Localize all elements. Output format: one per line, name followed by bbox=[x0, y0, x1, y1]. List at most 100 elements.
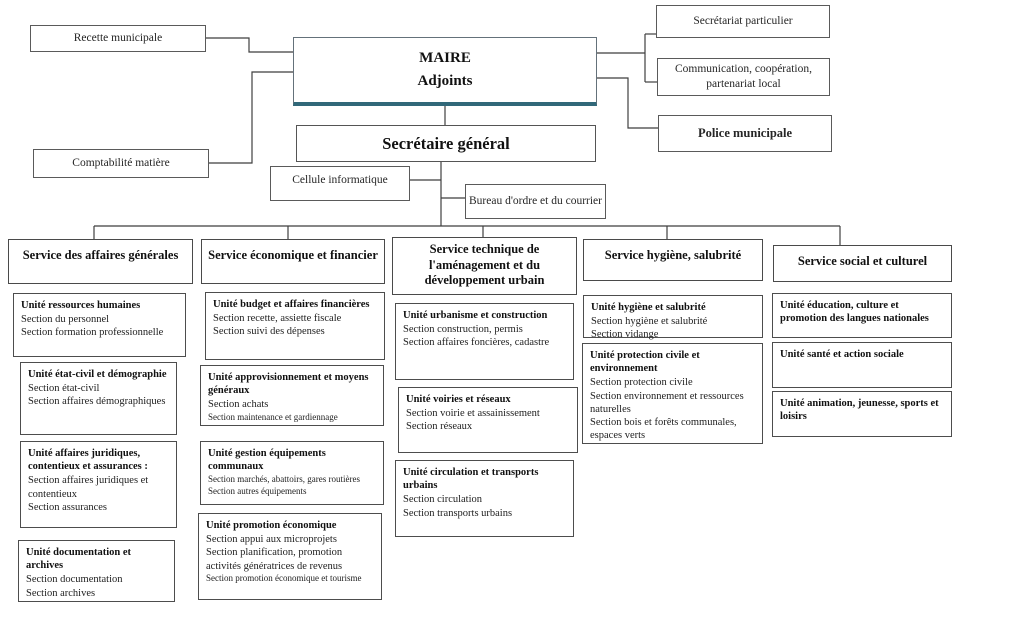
unit-documentation-archives: Unité documentation et archives Section … bbox=[18, 540, 175, 602]
service-label: Service économique et financier bbox=[208, 248, 378, 262]
unit-title: Unité santé et action sociale bbox=[780, 349, 904, 360]
service-label: Service des affaires générales bbox=[22, 248, 179, 262]
section-line: Section formation professionnelle bbox=[21, 327, 164, 339]
maire-label: MAIRE Adjoints bbox=[417, 49, 473, 89]
section-line: Section protection civile bbox=[590, 377, 693, 389]
unit-title: Unité promotion économique bbox=[206, 520, 337, 531]
unit-voiries-reseaux: Unité voiries et réseaux Section voirie … bbox=[398, 387, 578, 453]
section-line: Section du personnel bbox=[21, 314, 110, 326]
box-cellule-informatique: Cellule informatique bbox=[270, 166, 410, 201]
unit-ressources-humaines: Unité ressources humaines Section du per… bbox=[13, 293, 186, 357]
unit-promotion-economique: Unité promotion économique Section appui… bbox=[198, 513, 382, 600]
unit-title: Unité documentation et archives bbox=[26, 547, 131, 572]
section-line: Section environnement et ressources natu… bbox=[590, 390, 744, 415]
unit-approvisionnement-moyens-generaux: Unité approvisionnement et moyens généra… bbox=[200, 365, 384, 426]
unit-hygiene-salubrite: Unité hygiène et salubrité Section hygiè… bbox=[583, 295, 763, 341]
section-line: Section promotion économique et tourisme bbox=[206, 572, 362, 583]
section-line: Section autres équipements bbox=[208, 485, 307, 496]
service-header-economique-financier: Service économique et financier bbox=[201, 239, 385, 284]
cellule-label: Cellule informatique bbox=[292, 174, 388, 186]
unit-title: Unité gestion équipements communaux bbox=[208, 448, 326, 473]
unit-education-culture-langues: Unité éducation, culture et promotion de… bbox=[772, 293, 952, 338]
box-police-municipale: Police municipale bbox=[658, 115, 832, 152]
unit-title: Unité urbanisme et construction bbox=[403, 310, 548, 321]
section-line: Section bois et forêts communales, espac… bbox=[590, 417, 737, 442]
unit-sante-action-sociale: Unité santé et action sociale bbox=[772, 342, 952, 388]
bureau-label: Bureau d'ordre et du courrier bbox=[469, 195, 602, 208]
unit-etat-civil-demographie: Unité état-civil et démographie Section … bbox=[20, 362, 177, 435]
unit-circulation-transports: Unité circulation et transports urbains … bbox=[395, 460, 574, 537]
section-line: Section voirie et assainissement bbox=[406, 408, 540, 420]
box-comptabilite-matiere: Comptabilité matière bbox=[33, 149, 209, 178]
section-line: Section affaires démographiques bbox=[28, 396, 166, 408]
unit-affaires-juridiques: Unité affaires juridiques, contentieux e… bbox=[20, 441, 177, 528]
service-label: Service social et culturel bbox=[797, 254, 928, 268]
section-line: Section assurances bbox=[28, 501, 108, 513]
section-line: Section vidange bbox=[591, 329, 659, 341]
section-line: Section documentation bbox=[26, 574, 123, 586]
unit-title: Unité animation, jeunesse, sports et loi… bbox=[780, 398, 939, 423]
service-header-hygiene-salubrite: Service hygiène, salubrité bbox=[583, 239, 763, 281]
unit-title: Unité éducation, culture et promotion de… bbox=[780, 300, 929, 325]
box-bureau-ordre-courrier: Bureau d'ordre et du courrier bbox=[465, 184, 606, 219]
section-line: Section réseaux bbox=[406, 421, 473, 433]
section-line: Section suivi des dépenses bbox=[213, 326, 325, 338]
secretariat-label: Secrétariat particulier bbox=[693, 15, 793, 28]
unit-title: Unité état-civil et démographie bbox=[28, 369, 167, 380]
unit-title: Unité voiries et réseaux bbox=[406, 394, 511, 405]
section-line: Section marchés, abattoirs, gares routiè… bbox=[208, 474, 360, 485]
section-line: Section appui aux microprojets bbox=[206, 534, 337, 546]
communication-label: Communication, coopération, partenariat … bbox=[674, 63, 812, 90]
service-header-social-culturel: Service social et culturel bbox=[773, 245, 952, 282]
unit-animation-jeunesse-sports: Unité animation, jeunesse, sports et loi… bbox=[772, 391, 952, 437]
unit-sections: Section affaires juridiques et contentie… bbox=[28, 474, 172, 514]
section-line: Section circulation bbox=[403, 494, 483, 506]
box-recette-municipale: Recette municipale bbox=[30, 25, 206, 52]
service-header-affaires-generales: Service des affaires générales bbox=[8, 239, 193, 284]
section-line: Section maintenance et gardiennage bbox=[208, 411, 338, 422]
section-line: Section planification, promotion activit… bbox=[206, 547, 343, 572]
unit-title: Unité hygiène et salubrité bbox=[591, 302, 706, 313]
section-line: Section achats bbox=[208, 399, 269, 411]
box-communication-cooperation: Communication, coopération, partenariat … bbox=[657, 58, 830, 96]
section-line: Section hygiène et salubrité bbox=[591, 316, 708, 328]
police-label: Police municipale bbox=[697, 126, 793, 141]
unit-urbanisme-construction: Unité urbanisme et construction Section … bbox=[395, 303, 574, 380]
unit-title: Unité protection civile et environnement bbox=[590, 350, 700, 375]
unit-title: Unité affaires juridiques, contentieux e… bbox=[28, 448, 148, 473]
section-line: Section archives bbox=[26, 587, 96, 599]
box-secretaire-general: Secrétaire général bbox=[296, 125, 596, 162]
unit-sections: Section marchés, abattoirs, gares routiè… bbox=[208, 474, 379, 497]
unit-gestion-equipements-communaux: Unité gestion équipements communaux Sect… bbox=[200, 441, 384, 505]
unit-title: Unité circulation et transports urbains bbox=[403, 467, 539, 492]
unit-budget-affaires-financieres: Unité budget et affaires financières Sec… bbox=[205, 292, 385, 360]
service-label: Service technique de l'aménagement et du… bbox=[424, 242, 545, 288]
box-recette-label: Recette municipale bbox=[73, 32, 163, 45]
service-header-technique-urbain: Service technique de l'aménagement et du… bbox=[392, 237, 577, 295]
section-line: Section transports urbains bbox=[403, 507, 513, 519]
section-line: Section état-civil bbox=[28, 383, 100, 395]
section-line: Section affaires foncières, cadastre bbox=[403, 337, 550, 349]
section-line: Section recette, assiette fiscale bbox=[213, 313, 342, 325]
box-maire-adjoints: MAIRE Adjoints bbox=[293, 37, 597, 106]
unit-title: Unité budget et affaires financières bbox=[213, 299, 370, 310]
unit-protection-civile-environnement: Unité protection civile et environnement… bbox=[582, 343, 763, 444]
service-label: Service hygiène, salubrité bbox=[604, 248, 742, 262]
box-comptabilite-label: Comptabilité matière bbox=[72, 157, 170, 170]
secretaire-general-label: Secrétaire général bbox=[382, 133, 510, 153]
unit-title: Unité ressources humaines bbox=[21, 300, 141, 311]
section-line: Section construction, permis bbox=[403, 324, 523, 336]
box-secretariat-particulier: Secrétariat particulier bbox=[656, 5, 830, 38]
